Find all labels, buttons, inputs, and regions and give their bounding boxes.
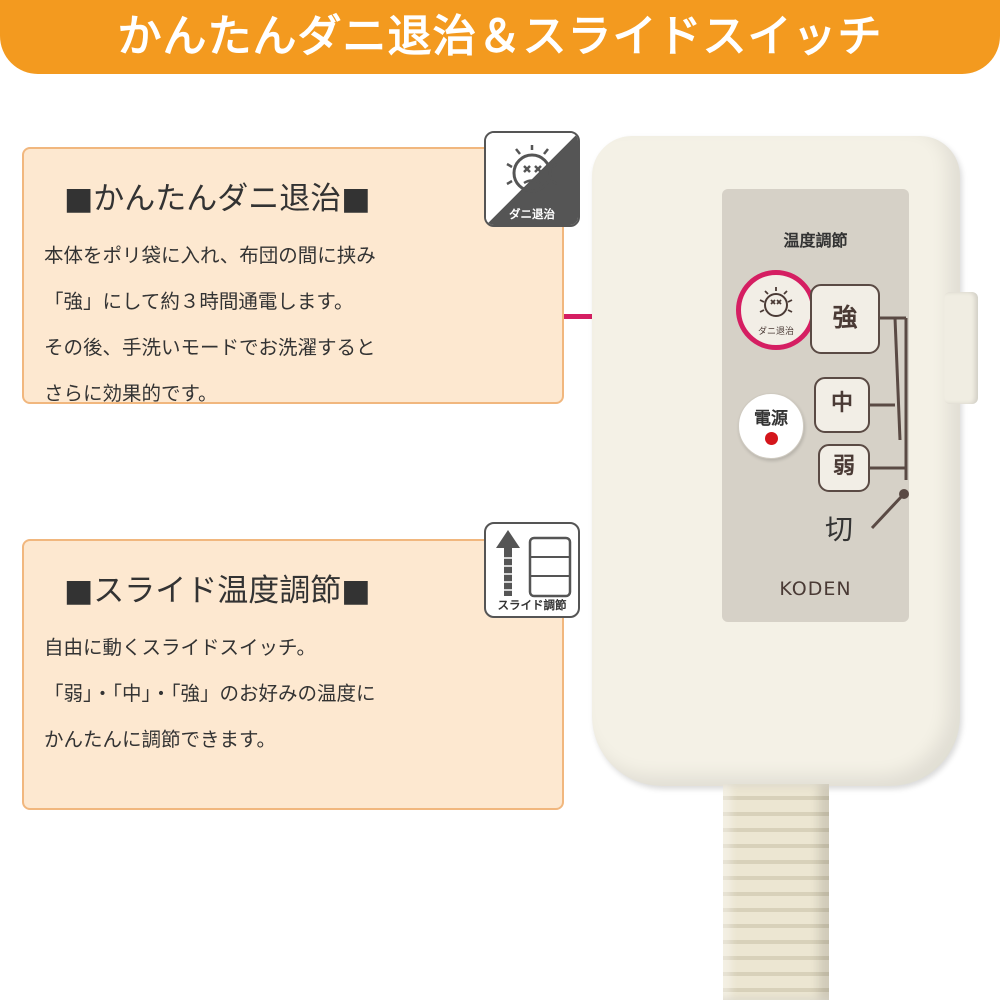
slider-card-title: ■スライド温度調節■	[64, 573, 371, 609]
panel-title: 温度調節	[783, 231, 848, 250]
slider-feature-card: ■スライド温度調節■ 自由に動くスライドスイッチ。 「弱」・「中」・「強」のお好…	[22, 539, 564, 810]
mite-card-line: 本体をポリ袋に入れ、布団の間に挟み	[44, 244, 376, 267]
slider-badge: スライド調節	[484, 522, 580, 618]
power-cable	[723, 784, 829, 1000]
slider-card-line: 自由に動くスライドスイッチ。	[44, 636, 317, 659]
mite-card-line: その後、手洗いモードでお洗濯すると	[44, 336, 376, 359]
slider-track-lines	[870, 316, 909, 530]
strong-button[interactable]: 強	[810, 284, 880, 354]
weak-button[interactable]: 弱	[818, 444, 870, 492]
medium-button[interactable]: 中	[814, 377, 870, 433]
slider-badge-label: スライド調節	[497, 598, 567, 612]
mite-feature-card: ■かんたんダニ退治■ 本体をポリ袋に入れ、布団の間に挟み 「強」にして約３時間通…	[22, 147, 564, 405]
mite-card-line: さらに効果的です。	[44, 382, 218, 405]
mite-badge-label: ダニ退治	[509, 207, 555, 221]
mite-mode-label: ダニ退治	[757, 327, 794, 337]
mite-icon	[759, 287, 793, 317]
mite-card-title: ■かんたんダニ退治■	[64, 181, 371, 217]
mite-card-line: 「強」にして約３時間通電します。	[44, 290, 354, 313]
brand-logo: KODEN	[779, 578, 852, 600]
off-label: 切	[825, 513, 854, 546]
power-label: 電源	[754, 409, 788, 429]
slider-arrow-icon	[496, 530, 572, 598]
power-button[interactable]: 電源	[738, 393, 804, 459]
slide-switch-knob[interactable]	[944, 292, 978, 404]
mite-badge: ダニ退治	[484, 131, 580, 227]
banner-title: かんたんダニ退治＆スライドスイッチ	[0, 0, 1000, 74]
mite-icon	[486, 133, 578, 225]
mite-mode-highlight: ダニ退治	[736, 270, 816, 350]
power-indicator-light	[765, 432, 778, 445]
slider-card-line: 「弱」・「中」・「強」のお好みの温度に	[44, 682, 376, 705]
slider-card-line: かんたんに調節できます。	[44, 728, 277, 751]
slider-card-body: 自由に動くスライドスイッチ。 「弱」・「中」・「強」のお好みの温度に かんたんに…	[44, 625, 376, 763]
mite-card-body: 本体をポリ袋に入れ、布団の間に挟み 「強」にして約３時間通電します。 その後、手…	[44, 233, 376, 417]
